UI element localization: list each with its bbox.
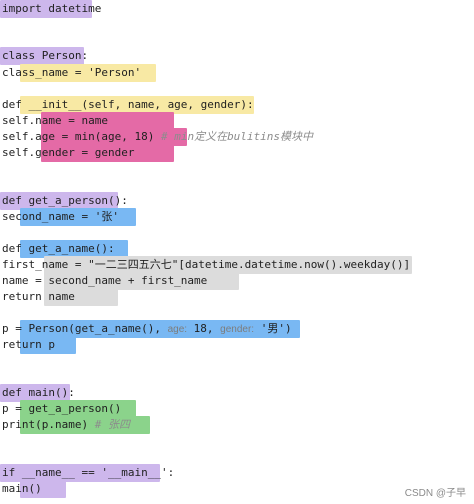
print-highlight	[20, 416, 150, 434]
code-line-get-a-person: def get_a_person():	[2, 194, 128, 207]
parameter-hint-gender-value: '男')	[254, 322, 292, 335]
code-person-call-text: p = Person(get_a_name(),	[2, 322, 168, 335]
code-line-name-assign: name = second_name + first_name	[2, 274, 208, 287]
code-line-class: class Person:	[2, 49, 89, 62]
class-attr-highlight	[20, 64, 156, 82]
parameter-hint-gender-label: gender:	[220, 324, 255, 335]
code-line-self-age: self.age = min(age, 18) # min定义在bulitins…	[2, 129, 313, 145]
self-gender-highlight	[41, 144, 174, 162]
self-age-highlight	[41, 128, 187, 146]
return-name-highlight	[44, 288, 118, 306]
code-line-print: print(p.name) # 张四	[2, 417, 130, 433]
code-line-main-guard: if __name__ == '__main__':	[2, 466, 175, 479]
code-line-init: def __init__(self, name, age, gender):	[2, 98, 254, 111]
init-highlight	[20, 96, 254, 114]
code-line-get-person-call: p = get_a_person()	[2, 402, 122, 415]
module-highlight	[0, 0, 92, 18]
code-line-self-name: self.name = name	[2, 114, 108, 127]
first-name-highlight	[44, 256, 412, 274]
class-highlight	[0, 47, 84, 65]
get-a-name-highlight	[20, 240, 128, 258]
get-a-person-highlight	[0, 192, 118, 210]
person-call-highlight	[20, 320, 300, 338]
get-person-call-highlight	[20, 400, 136, 418]
code-line-class-name: class_name = 'Person'	[2, 66, 142, 79]
code-line-person-call: p = Person(get_a_name(), age: 18, gender…	[2, 321, 292, 337]
code-line-second-name: second_name = '张'	[2, 210, 119, 223]
name-assign-highlight	[44, 272, 239, 290]
second-name-highlight	[20, 208, 136, 226]
code-line-return-p: return p	[2, 338, 55, 351]
code-print-text: print(p.name)	[2, 418, 89, 431]
code-comment-result: # 张四	[88, 418, 130, 431]
code-line-self-gender: self.gender = gender	[2, 146, 135, 159]
code-line-return-name: return name	[2, 290, 75, 303]
return-p-highlight	[20, 336, 76, 354]
code-line-get-a-name: def get_a_name():	[2, 242, 115, 255]
code-line-first-name: first_name = "一二三四五六七"[datetime.datetime…	[2, 258, 411, 271]
code-comment-min: # min定义在bulitins模块中	[154, 130, 314, 143]
parameter-hint-age-value: 18,	[187, 322, 221, 335]
parameter-hint-age-label: age:	[167, 324, 188, 335]
main-guard-highlight	[0, 464, 160, 482]
self-name-highlight	[41, 112, 174, 130]
code-line-import: import datetime	[2, 2, 102, 15]
watermark: CSDN @子早	[404, 488, 466, 499]
main-call-highlight	[20, 480, 66, 498]
code-line-main-call: main()	[2, 482, 42, 495]
code-line-main-def: def main():	[2, 386, 75, 399]
main-highlight	[0, 384, 70, 402]
code-line-self-age-text: self.age = min(age, 18)	[2, 130, 155, 143]
